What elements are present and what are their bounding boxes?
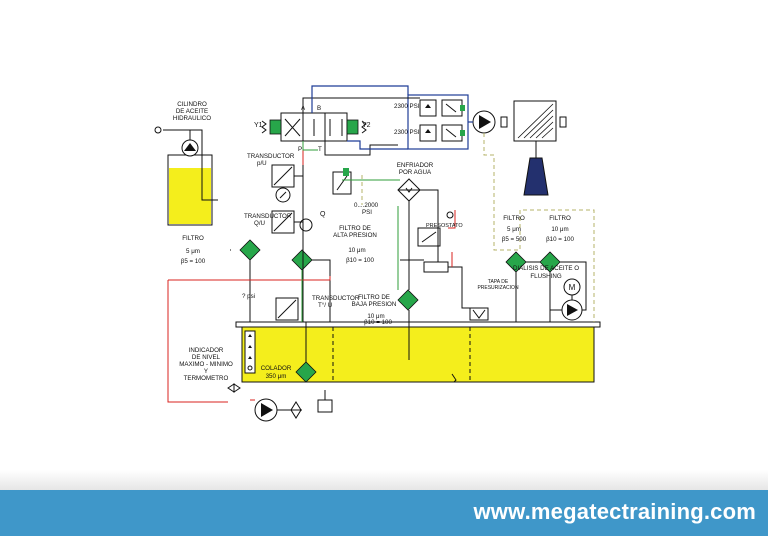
filter-left-label: FILTRO xyxy=(182,235,204,242)
q-label: Q xyxy=(320,211,326,218)
svg-text:PSI: PSI xyxy=(362,209,372,216)
gauge-label: ? psi xyxy=(242,293,255,300)
heat-exchanger xyxy=(513,100,567,196)
psi-bottom-label: 2300 PSI xyxy=(394,129,420,136)
cooler-label: ENFRIADOR xyxy=(397,162,434,169)
svg-text:5 μm: 5 μm xyxy=(186,248,200,255)
pressure-switch xyxy=(417,211,454,273)
svg-text:DE NIVEL: DE NIVEL xyxy=(192,354,221,361)
svg-text:β10 = 100: β10 = 100 xyxy=(346,257,374,264)
dialysis-label: DIALISIS DE ACEITE O xyxy=(513,265,579,272)
y1-label: Y1 xyxy=(254,122,263,129)
svg-text:10 μm: 10 μm xyxy=(367,313,384,320)
pressostat-label: PRESOSTATO xyxy=(426,223,463,229)
svg-text:β5 = 500: β5 = 500 xyxy=(502,236,527,243)
dialysis-pump xyxy=(561,278,583,321)
svg-text:Y: Y xyxy=(204,368,208,375)
filter-right-label: FILTRO xyxy=(549,215,571,222)
svg-text:β10 = 100: β10 = 100 xyxy=(364,319,392,326)
psi-top-label: 2300 PSI xyxy=(394,103,420,110)
svg-text:PRESURIZACION: PRESURIZACION xyxy=(477,285,519,291)
lp-filter-label: FILTRO DE xyxy=(358,294,390,301)
svg-text:POR AGUA: POR AGUA xyxy=(399,169,432,176)
main-pump xyxy=(472,110,508,134)
transducer-tu-label: TRANSDUCTOR xyxy=(312,295,360,302)
svg-text:MAXIMO - MINIMO: MAXIMO - MINIMO xyxy=(179,361,233,368)
diagram-labels: CILINDRO DE ACEITE HIDRAULICO A B P T Y1… xyxy=(173,101,579,382)
hydraulic-diagram: CILINDRO DE ACEITE HIDRAULICO A B P T Y1… xyxy=(154,85,601,422)
level-indicator-label: INDICADOR xyxy=(189,347,224,354)
svg-text:5 μm: 5 μm xyxy=(507,226,521,233)
svg-text:10 μm: 10 μm xyxy=(551,226,568,233)
water-cooler xyxy=(397,178,421,202)
svg-text:10 μm: 10 μm xyxy=(348,247,365,254)
svg-text:p/U: p/U xyxy=(257,160,267,167)
footer-shadow xyxy=(0,470,768,490)
reservoir-tank xyxy=(235,321,601,383)
svg-text:TERMOMETRO: TERMOMETRO xyxy=(184,375,229,382)
svg-text:Q/U: Q/U xyxy=(254,220,265,227)
transducer-tu xyxy=(275,297,299,321)
transducer-pu-label: TRANSDUCTOR xyxy=(247,153,295,160)
port-p-label: P xyxy=(298,146,302,153)
port-a-label: A xyxy=(301,105,306,112)
transducer-pu xyxy=(271,164,295,188)
port-b-label: B xyxy=(317,105,321,112)
level-indicator xyxy=(244,330,256,374)
relief-range-label: 0....2000 xyxy=(354,202,379,209)
y2-label: Y2 xyxy=(362,122,371,129)
motor-label: M xyxy=(569,283,576,292)
svg-text:T°/ U: T°/ U xyxy=(318,302,332,309)
adjustable-relief xyxy=(332,168,352,195)
cap-label: TAPA DE xyxy=(488,279,509,285)
relief-valve-block xyxy=(407,94,469,150)
filter-icon xyxy=(239,239,561,383)
cylinder-label: CILINDRO xyxy=(177,101,207,108)
strainer-label: COLADOR xyxy=(261,365,292,372)
svg-text:ALTA PRESION: ALTA PRESION xyxy=(333,232,377,239)
svg-text:DE ACEITE: DE ACEITE xyxy=(176,108,208,115)
svg-text:HIDRAULICO: HIDRAULICO xyxy=(173,115,211,122)
drain-valve xyxy=(227,383,241,393)
footer-bar: www.megatectraining.com xyxy=(0,490,768,536)
hydraulic-cylinder xyxy=(154,126,213,226)
hydraulic-lines xyxy=(167,85,595,411)
pressure-gauge-1 xyxy=(275,187,291,203)
fill-pump xyxy=(254,398,333,422)
svg-text:β10 = 100: β10 = 100 xyxy=(546,236,574,243)
svg-text:350 μm: 350 μm xyxy=(266,373,287,380)
directional-valve xyxy=(261,112,367,142)
svg-text:BAJA PRESION: BAJA PRESION xyxy=(352,301,397,308)
hp-filter-label: FILTRO DE xyxy=(339,225,371,232)
svg-text:FLUSHING: FLUSHING xyxy=(530,273,561,280)
transducer-qu-label: TRANSDUCTOR xyxy=(244,213,292,220)
pressurization-cap xyxy=(469,307,489,321)
website-url[interactable]: www.megatectraining.com xyxy=(473,499,756,524)
filter-mid-label: FILTRO xyxy=(503,215,525,222)
port-t-label: T xyxy=(318,146,322,153)
svg-text:β5 = 100: β5 = 100 xyxy=(181,258,206,265)
